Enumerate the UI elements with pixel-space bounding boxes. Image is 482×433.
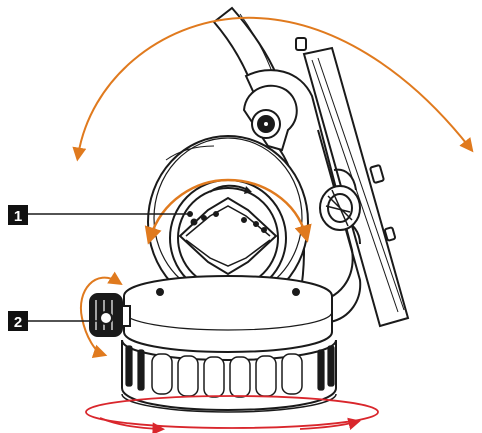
callout-1-number: 1 — [14, 208, 22, 225]
pan-rotation-arrow-icon — [99, 417, 166, 433]
callout-2-box — [8, 311, 28, 331]
tilt-range-arrow-icon — [72, 16, 474, 162]
locking-ring-rotation-arrow-icon — [144, 178, 312, 245]
pan-rotation-arrow-icon-right — [299, 417, 361, 430]
tilt-lock-knob — [319, 185, 361, 231]
pivot-knob — [242, 84, 298, 152]
lock-knob-rotation-arrow-icon — [79, 271, 123, 358]
pan-base — [123, 274, 333, 354]
callout-2: 2 — [8, 311, 100, 331]
callout-2-number: 2 — [14, 314, 22, 331]
pan-rotation-ring — [85, 395, 379, 429]
callout-1-box — [8, 205, 28, 225]
base-knurled-collar — [121, 339, 337, 413]
callout-1: 1 — [8, 205, 193, 225]
